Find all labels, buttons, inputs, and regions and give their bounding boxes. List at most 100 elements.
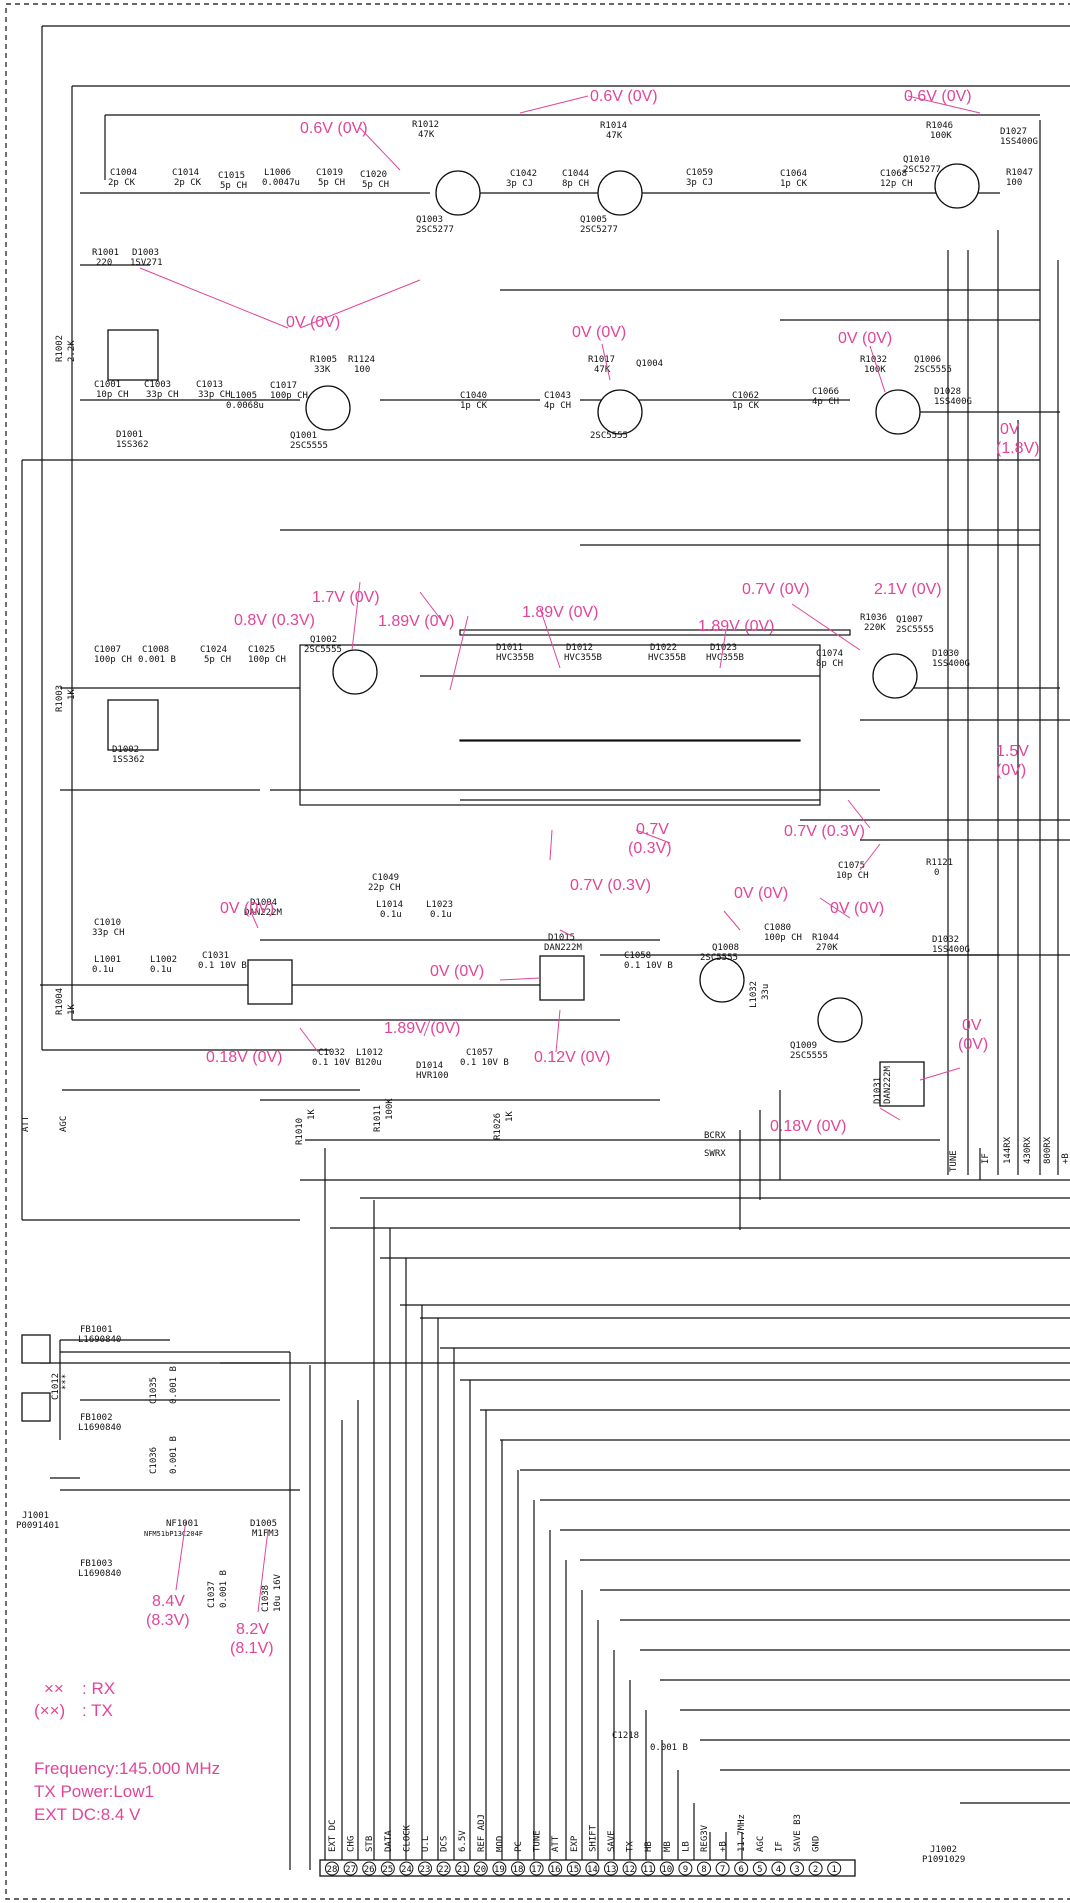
j1002-pin-number: 15 <box>568 1865 579 1875</box>
net-if: IF <box>981 1153 991 1164</box>
val-c1043: 4p CH <box>544 401 571 411</box>
j1002-pin-12 <box>622 1861 637 1876</box>
val-c1080: 100p CH <box>764 933 802 943</box>
val-r1036: 220K <box>864 623 886 633</box>
ref-d1005: D1005 <box>250 1519 277 1529</box>
val-r1044: 270K <box>816 943 838 953</box>
val-fb1003: L1690840 <box>78 1569 121 1579</box>
legend-ext-dc: EXT DC:8.4 V <box>34 1805 141 1824</box>
j1002-pin-number: 2 <box>813 1865 818 1875</box>
j1002-pin-number: 14 <box>587 1865 598 1875</box>
j1002-pin-6 <box>734 1861 749 1876</box>
ref-q1005: Q1005 <box>580 215 607 225</box>
j1002-pin-label: MOD <box>495 1836 505 1852</box>
j1002-pin-label: REG3V <box>700 1824 710 1852</box>
voltage-d1023: 1.89V (0V) <box>698 618 774 635</box>
voltage-q1004: 0V (0V) <box>572 324 626 341</box>
j1002-pin-number: 17 <box>531 1865 542 1875</box>
j1002-pin-label: MB <box>663 1841 673 1852</box>
ref-q1010: Q1010 <box>903 155 930 165</box>
net-tune: TUNE <box>949 1150 959 1172</box>
ref-l1002: L1002 <box>150 955 177 965</box>
j1002-pin-4 <box>771 1861 786 1876</box>
j1002-pin-25 <box>380 1861 395 1876</box>
val-l1006: 0.0047u <box>262 178 300 188</box>
ref-c1066: C1066 <box>812 387 839 397</box>
j1002-pin-label: REF ADJ <box>477 1814 487 1852</box>
ref-d1004: D1004 <box>250 898 277 908</box>
j1002-pin-number: 10 <box>661 1865 672 1875</box>
j1002-pin-number: 6 <box>738 1865 743 1875</box>
val-c1032: 0.1 10V B <box>312 1058 361 1068</box>
ref-r1012: R1012 <box>412 120 439 130</box>
j1002-pin-18 <box>511 1861 525 1876</box>
val-r1004: 1K <box>67 1004 77 1015</box>
voltage-annotations: 0.6V (0V) 0.6V (0V) 0.6V (0V) 0V (0V) 0V… <box>146 88 1040 1657</box>
ref-c1024: C1024 <box>200 645 227 655</box>
ref-j1002: J1002 <box>930 1845 957 1855</box>
val-d1027: 1SS400G <box>1000 137 1038 147</box>
voltage-q1008: 0V (0V) <box>734 885 788 902</box>
val-r1014: 47K <box>606 131 623 141</box>
ref-r1003: R1003 <box>55 685 65 712</box>
j1002-pin-label: GND <box>812 1836 822 1852</box>
val-d1028: 1SS400G <box>934 397 972 407</box>
voltage-d1013-b: (0.3V) <box>628 840 672 857</box>
ref-fb1001: FB1001 <box>80 1325 113 1335</box>
j1002-pin-label: STB <box>365 1836 375 1852</box>
j1002-pin-2 <box>808 1861 823 1876</box>
voltage-d1011: 1.89V (0V) <box>522 604 598 621</box>
val-r1026: 1K <box>505 1111 515 1122</box>
val-c1068: 12p CH <box>880 179 913 189</box>
val-d1004: DAN222M <box>244 908 283 918</box>
val-d1014: HVR100 <box>416 1071 449 1081</box>
val-q1001: 2SC5555 <box>290 441 328 451</box>
j1002-pin-label: DCS <box>440 1836 450 1852</box>
val-d1002: 1SS362 <box>112 755 145 765</box>
j1002-pin-19 <box>492 1861 507 1876</box>
ref-q1004: Q1004 <box>636 359 663 369</box>
j1002-pin-number: 26 <box>364 1865 375 1875</box>
j1002-pin-20 <box>473 1861 488 1876</box>
ref-d1012: D1012 <box>566 643 593 653</box>
ref-fb1003: FB1003 <box>80 1559 113 1569</box>
voltage-d1031-top-a: 0V <box>962 1017 982 1034</box>
val-d1030: 1SS400G <box>932 659 970 669</box>
val-j1002: P1091029 <box>922 1855 965 1865</box>
j1002-pin-number: 8 <box>701 1865 706 1875</box>
val-c1040: 1p CK <box>460 401 488 411</box>
j1002-pin-label: EXP <box>570 1835 580 1852</box>
val-l1032: 33u <box>761 984 771 1000</box>
ref-c1003: C1003 <box>144 380 171 390</box>
ref-d1002: D1002 <box>112 745 139 755</box>
j1002-pin-label: EXT DC <box>328 1819 338 1852</box>
ref-c1042: C1042 <box>510 169 537 179</box>
val-l1014: 0.1u <box>380 910 402 920</box>
j1002-pin-22 <box>436 1861 451 1876</box>
component-labels: R1012 47K R1014 47K R1046 100K D1027 1SS… <box>16 120 1038 1865</box>
legend-tx-mark: (××) <box>34 1701 65 1720</box>
j1002-pin-17 <box>529 1861 544 1876</box>
j1002-pin-number: 23 <box>420 1865 431 1875</box>
ref-d1032: D1032 <box>932 935 959 945</box>
ref-r1121: R1121 <box>926 858 953 868</box>
voltage-d1004: 0V (0V) <box>220 900 274 917</box>
val-fb1001: L1690840 <box>78 1335 121 1345</box>
val-q1005: 2SC5277 <box>580 225 618 235</box>
voltage-q1002-a: 0.8V (0.3V) <box>234 612 315 629</box>
val-c1003: 33p CH <box>146 390 179 400</box>
val-c1035: 0.001 B <box>169 1366 179 1404</box>
voltage-dc-in-b: (8.3V) <box>146 1612 190 1629</box>
voltage-q1007-out-a: 1.5V <box>996 743 1029 760</box>
val-c1031: 0.1 10V B <box>198 961 247 971</box>
ref-c1064: C1064 <box>780 169 807 179</box>
val-d1032: 1SS400G <box>932 945 970 955</box>
val-c1012: *** <box>61 1374 71 1390</box>
j1002-pin-16 <box>548 1861 563 1876</box>
ref-r1002: R1002 <box>55 335 65 362</box>
ref-c1075: C1075 <box>838 861 865 871</box>
voltage-q1005-top: 0.6V (0V) <box>590 88 658 105</box>
val-c1024: 5p CH <box>204 655 231 665</box>
val-c1017: 100p CH <box>270 391 308 401</box>
val-d1022: HVC355B <box>648 653 686 663</box>
